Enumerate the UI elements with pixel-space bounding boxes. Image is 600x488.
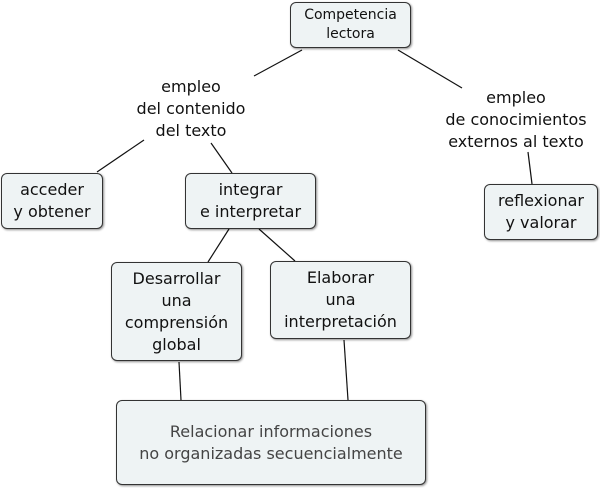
node-competencia-lectora-text: Competencia lectora (304, 7, 397, 42)
node-reflexionar-valorar-text: reflexionar y valorar (498, 191, 584, 232)
label-empleo-contenido: empleo del contenido del texto (116, 75, 266, 143)
node-elaborar-interpretacion: Elaborar una interpretación (270, 261, 411, 339)
line-right-branch-to-reflexionar (527, 151, 533, 185)
line-left-branch-to-acceder (96, 139, 145, 173)
node-desarrollar-comprension: Desarrollar una comprensión global (111, 262, 242, 361)
node-relacionar-informaciones: Relacionar informaciones no organizadas … (116, 400, 426, 485)
line-elaborar-to-relacionar (343, 339, 349, 401)
line-integrar-to-desarrollar (207, 228, 230, 263)
label-empleo-contenido-text: empleo del contenido del texto (136, 77, 246, 140)
line-root-to-right-branch (397, 49, 463, 89)
line-left-branch-to-integrar (210, 142, 233, 174)
node-desarrollar-comprension-text: Desarrollar una comprensión global (124, 268, 229, 354)
node-reflexionar-valorar: reflexionar y valorar (484, 184, 598, 240)
line-root-to-left-branch (253, 49, 303, 77)
node-relacionar-informaciones-text: Relacionar informaciones no organizadas … (139, 421, 403, 463)
node-acceder-obtener: acceder y obtener (1, 173, 103, 229)
node-acceder-obtener-text: acceder y obtener (13, 180, 91, 221)
node-elaborar-interpretacion-text: Elaborar una interpretación (284, 268, 397, 331)
node-competencia-lectora: Competencia lectora (290, 2, 411, 48)
line-desarrollar-to-relacionar (178, 361, 182, 401)
node-integrar-interpretar-text: integrar e interpretar (199, 180, 302, 221)
label-empleo-conocimientos: empleo de conocimientos externos al text… (430, 86, 600, 154)
node-integrar-interpretar: integrar e interpretar (185, 173, 316, 229)
line-integrar-to-elaborar (258, 228, 296, 262)
label-empleo-conocimientos-text: empleo de conocimientos externos al text… (445, 88, 587, 151)
